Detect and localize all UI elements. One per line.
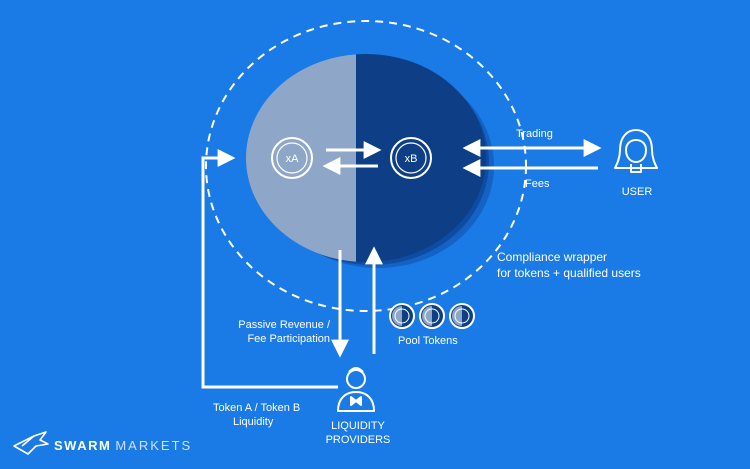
token-liquidity-line-1: Token A / Token B xyxy=(213,402,301,414)
token-a-icon: xA xyxy=(271,137,313,179)
pool-tokens-label: Pool Tokens xyxy=(398,335,458,347)
pool-token-icon xyxy=(419,303,445,329)
lp-line-1: LIQUIDITY xyxy=(331,420,385,432)
compliance-wrapper-ring xyxy=(205,20,527,312)
liquidity-flow-line xyxy=(201,149,338,389)
token-b-icon: xB xyxy=(390,137,432,179)
passive-revenue-label: Passive Revenue / Fee Participation xyxy=(222,318,330,346)
pool-token-icon xyxy=(389,303,415,329)
logo-swarm-text: SWARM xyxy=(54,437,112,453)
compliance-line-2: for tokens + qualified users xyxy=(497,266,641,280)
fees-label: Fees xyxy=(525,178,550,190)
swarm-markets-logo: SWARM MARKETS xyxy=(12,428,192,462)
compliance-wrapper-label: Compliance wrapper for tokens + qualifie… xyxy=(497,249,641,281)
token-liquidity-label: Token A / Token B Liquidity xyxy=(213,401,300,429)
liquidity-providers-icon xyxy=(337,367,375,412)
swarm-bird-logo-icon xyxy=(13,431,49,455)
compliance-line-1: Compliance wrapper xyxy=(497,250,608,264)
liquidity-providers-label: LIQUIDITY PROVIDERS xyxy=(320,419,396,447)
logo-markets-text: MARKETS xyxy=(115,437,193,453)
user-label: USER xyxy=(621,186,653,198)
pool-token-icons xyxy=(389,303,475,329)
token-liquidity-line-2: Liquidity xyxy=(233,416,274,428)
token-a-label: xA xyxy=(286,153,300,165)
user-female-icon xyxy=(614,129,658,173)
passive-line-1: Passive Revenue / xyxy=(238,319,330,331)
passive-line-2: Fee Participation xyxy=(247,333,330,345)
pool-stack xyxy=(246,54,494,268)
pool-token-icon xyxy=(449,303,475,329)
token-b-label: xB xyxy=(405,153,418,165)
lp-line-2: PROVIDERS xyxy=(325,434,391,446)
trading-label: Trading xyxy=(516,128,553,140)
